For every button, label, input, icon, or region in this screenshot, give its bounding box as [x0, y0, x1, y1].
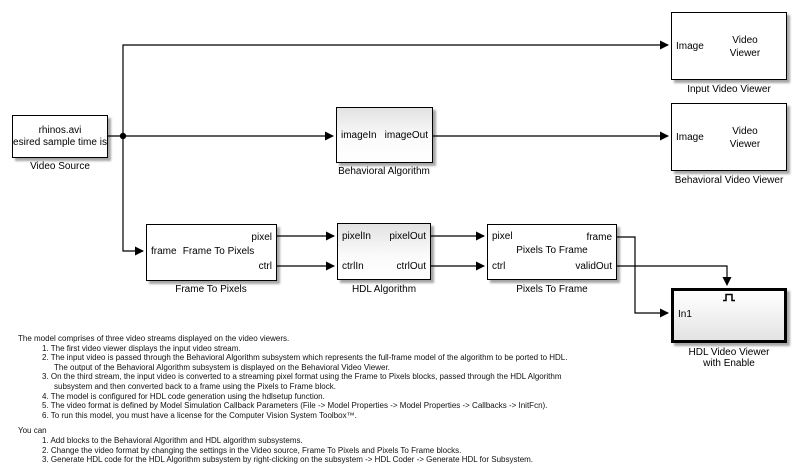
- note-line: You can: [18, 426, 47, 436]
- port-image-behavioral-viewer: Image: [676, 132, 704, 143]
- note-line: 2. Change the video format by changing t…: [42, 445, 462, 455]
- behavioral-algorithm-label: Behavioral Algorithm: [338, 166, 430, 177]
- wire-validout-to-enable[interactable]: [617, 265, 732, 286]
- hdl-algorithm-label: HDL Algorithm: [351, 284, 417, 295]
- hdl-video-viewer-label: HDL Video Viewer with Enable: [629, 347, 797, 369]
- note-line: 3. On the third stream, the input video …: [42, 372, 562, 382]
- input-video-viewer-block[interactable]: Image Video Viewer: [671, 12, 787, 80]
- behavioral-algorithm-block[interactable]: imageIn imageOut: [336, 107, 433, 163]
- behavioral-video-viewer-label: Behavioral Video Viewer: [674, 175, 784, 186]
- pixels-to-frame-inner-text: Pixels To Frame: [516, 245, 588, 256]
- note-line: 1. The first video viewer displays the i…: [42, 343, 241, 353]
- note-line: 5. The video format is defined by Model …: [42, 401, 548, 411]
- note-line: subsystem and then converted back to a f…: [54, 381, 336, 391]
- video-source-label: Video Source: [30, 161, 90, 172]
- note-line: 1. Add blocks to the Behavioral Algorith…: [42, 435, 303, 445]
- port-ctrlout: ctrlOut: [396, 261, 426, 272]
- wire-source-to-frame-to-pixels[interactable]: [122, 136, 144, 256]
- frame-to-pixels-inner-text: Frame To Pixels: [182, 246, 255, 257]
- annotation-notes: The model comprises of three video strea…: [18, 334, 567, 465]
- input-video-viewer-label: Input Video Viewer: [687, 84, 771, 95]
- note-line: The model comprises of three video strea…: [18, 334, 290, 343]
- behavioral-viewer-text: Video Viewer: [729, 126, 761, 150]
- frame-to-pixels-label: Frame To Pixels: [175, 284, 247, 295]
- hdl-video-viewer-label-line1: HDL Video Viewer: [688, 347, 770, 358]
- frame-to-pixels-block[interactable]: frame Frame To Pixels pixel ctrl: [146, 224, 277, 281]
- hdl-video-viewer-block[interactable]: In1: [671, 288, 787, 343]
- video-source-block[interactable]: rhinos.avi esired sample time is: [12, 115, 108, 158]
- port-pixel-in: pixel: [492, 231, 513, 242]
- pixels-to-frame-label: Pixels To Frame: [516, 284, 588, 295]
- wire-frame-to-in1[interactable]: [617, 236, 669, 318]
- note-line: 6. To run this model, you must have a li…: [42, 410, 357, 420]
- note-line: The output of the Behavioral Algorithm s…: [54, 362, 390, 372]
- video-source-subtext: esired sample time is: [13, 136, 107, 148]
- port-pixel-out: pixel: [251, 232, 272, 243]
- hdl-video-viewer-label-line2: with Enable: [703, 358, 755, 369]
- pixels-to-frame-block[interactable]: pixel ctrl Pixels To Frame frame validOu…: [487, 224, 617, 280]
- port-pixelin: pixelIn: [342, 231, 371, 242]
- wire-branch-dot: [119, 132, 127, 140]
- port-image-input-viewer: Image: [676, 41, 704, 52]
- behavioral-video-viewer-block[interactable]: Image Video Viewer: [671, 103, 787, 171]
- note-line: 4. The model is configured for HDL code …: [42, 391, 325, 401]
- port-frame-in: frame: [151, 246, 177, 257]
- port-frame-out: frame: [586, 232, 612, 243]
- port-imagein: imageIn: [341, 130, 377, 141]
- hdl-algorithm-block[interactable]: pixelIn ctrlIn pixelOut ctrlOut: [337, 223, 431, 280]
- enable-pulse-icon: [722, 293, 736, 305]
- port-imageout: imageOut: [384, 130, 428, 141]
- input-viewer-text: Video Viewer: [729, 35, 761, 59]
- port-in1: In1: [678, 309, 692, 320]
- note-line: 2. The input video is passed through the…: [42, 353, 568, 363]
- port-ctrl-out: ctrl: [258, 261, 272, 272]
- video-source-text: rhinos.avi esired sample time is: [13, 116, 107, 157]
- port-validout: validOut: [575, 261, 612, 272]
- port-pixelout: pixelOut: [389, 231, 426, 242]
- video-source-filename: rhinos.avi: [38, 124, 82, 136]
- port-ctrlin: ctrlIn: [342, 261, 364, 272]
- port-ctrl-in: ctrl: [492, 261, 506, 272]
- note-line: 3. Generate HDL code for the HDL Algorit…: [42, 455, 534, 465]
